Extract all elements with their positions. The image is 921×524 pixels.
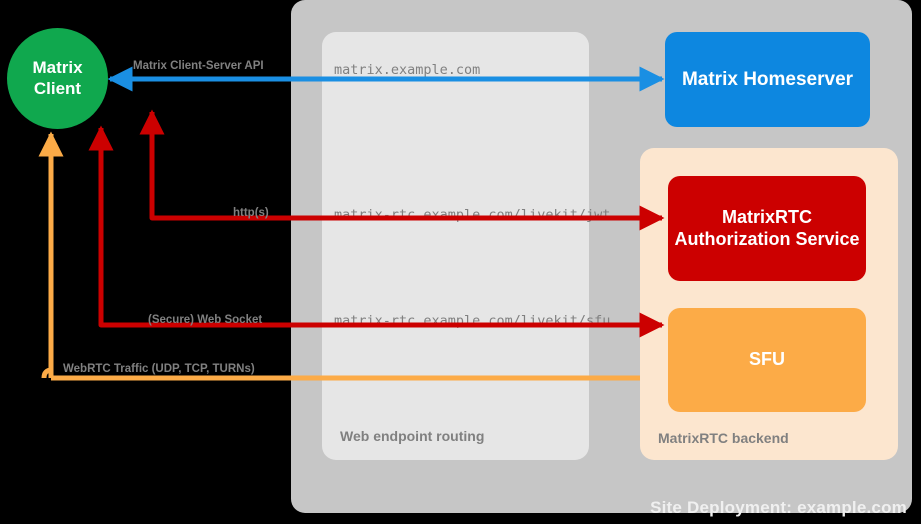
matrixrtc-authorization-service-node[interactable]: MatrixRTC Authorization Service <box>668 176 866 281</box>
endpoint-url-jwt: matrix-rtc.example.com/livekit/jwt <box>334 207 611 223</box>
matrixrtc-backend-label: MatrixRTC backend <box>658 430 789 446</box>
sfu-node[interactable]: SFU <box>668 308 866 412</box>
web-endpoint-routing-panel: Web endpoint routing <box>322 32 589 460</box>
web-endpoint-routing-label: Web endpoint routing <box>340 428 485 444</box>
site-deployment-label: Site Deployment: example.com <box>650 498 907 517</box>
matrixrtc-authorization-service-label: MatrixRTC Authorization Service <box>674 206 860 249</box>
matrix-client-node[interactable]: Matrix Client <box>7 28 108 129</box>
endpoint-url-matrix: matrix.example.com <box>334 62 481 78</box>
matrix-homeserver-node[interactable]: Matrix Homeserver <box>665 32 870 127</box>
flow-label-webrtc: WebRTC Traffic (UDP, TCP, TURNs) <box>63 363 255 375</box>
flow-corner-webrtc <box>41 367 53 379</box>
sfu-label: SFU <box>749 349 785 370</box>
matrix-homeserver-label: Matrix Homeserver <box>681 68 854 90</box>
endpoint-url-sfu: matrix-rtc.example.com/livekit/sfu <box>334 313 611 329</box>
flow-label-websocket: (Secure) Web Socket <box>148 314 263 326</box>
matrix-client-label-line2: Client <box>33 78 82 98</box>
matrix-client-label-line1: Matrix <box>32 58 83 78</box>
flow-label-https: http(s) <box>233 207 269 219</box>
flow-label-cs-api: Matrix Client-Server API <box>133 60 264 72</box>
